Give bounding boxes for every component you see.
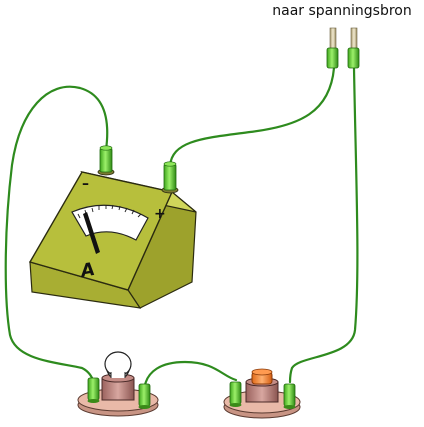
led-socket-plug-right — [283, 383, 296, 409]
lamp-socket-plug-left — [87, 377, 100, 403]
lamp-socket — [77, 351, 159, 417]
wire-source-to-led — [288, 66, 359, 384]
lamp-socket-plug-right — [138, 383, 151, 409]
source-plug-plus — [347, 27, 360, 69]
wire-left-loop — [4, 85, 109, 384]
led-socket-plug-left — [229, 381, 242, 407]
ammeter-scale-ticks — [77, 204, 142, 219]
ammeter-plus-label: + — [154, 206, 166, 222]
wires — [4, 66, 359, 387]
ammeter: A – + — [28, 145, 197, 309]
wire-bulb-to-socket — [143, 360, 238, 387]
led-socket — [223, 368, 301, 419]
ammeter-terminal-plus — [161, 161, 179, 194]
source-plug-minus — [326, 27, 339, 69]
ammeter-unit-label: A — [77, 259, 96, 282]
ammeter-needle — [83, 212, 100, 254]
voltage-source-caption: naar spanningsbron — [272, 3, 412, 19]
wire-meter-plus-to-source — [168, 66, 336, 168]
ammeter-minus-label: – — [82, 176, 89, 192]
ammeter-terminal-minus — [97, 145, 115, 176]
